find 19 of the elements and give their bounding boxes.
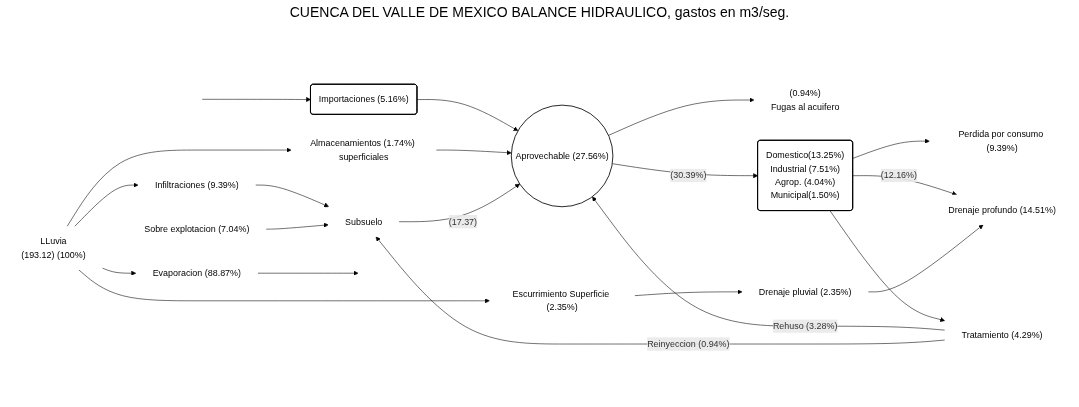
node-text: LLuvia (193.12) (100%) — [21, 236, 86, 260]
node-text: Perdida por consumo (9.39%) — [958, 129, 1044, 153]
node-text: Evaporacion (88.87%) — [152, 268, 241, 278]
node-text: Sobre explotacion (7.04%) — [144, 224, 250, 234]
node-circle: Aprovechable (27.56%) — [510, 104, 614, 208]
node-text: Drenaje profundo (14.51%) — [948, 204, 1056, 215]
node-text: Infiltraciones (9.39%) — [154, 180, 239, 190]
node-text: Tratamiento (4.29%) — [961, 330, 1043, 340]
node-text: Escurrimiento Superficie (2.35%) — [512, 289, 610, 312]
node-text: Drenaje pluvial (2.35%) — [758, 286, 852, 297]
edge-label: (17.37) — [448, 216, 478, 227]
edge-label: (30.39%) — [670, 170, 707, 180]
edge-label: Rehuso (3.28%) — [772, 321, 838, 331]
edge-label: Reinyeccion (0.94%) — [647, 339, 730, 349]
node-text: Almacenamientos (1.74%) superficiales — [310, 138, 415, 162]
node-text: Subsuelo — [345, 216, 383, 227]
node-text: (0.94%) Fugas al acuifero — [770, 88, 840, 112]
diagram-title: CUENCA DEL VALLE DE MEXICO BALANCE HIDRAULICO, gastos en m3/seg. — [289, 4, 790, 20]
edge-label: (12.16%) — [880, 170, 917, 180]
